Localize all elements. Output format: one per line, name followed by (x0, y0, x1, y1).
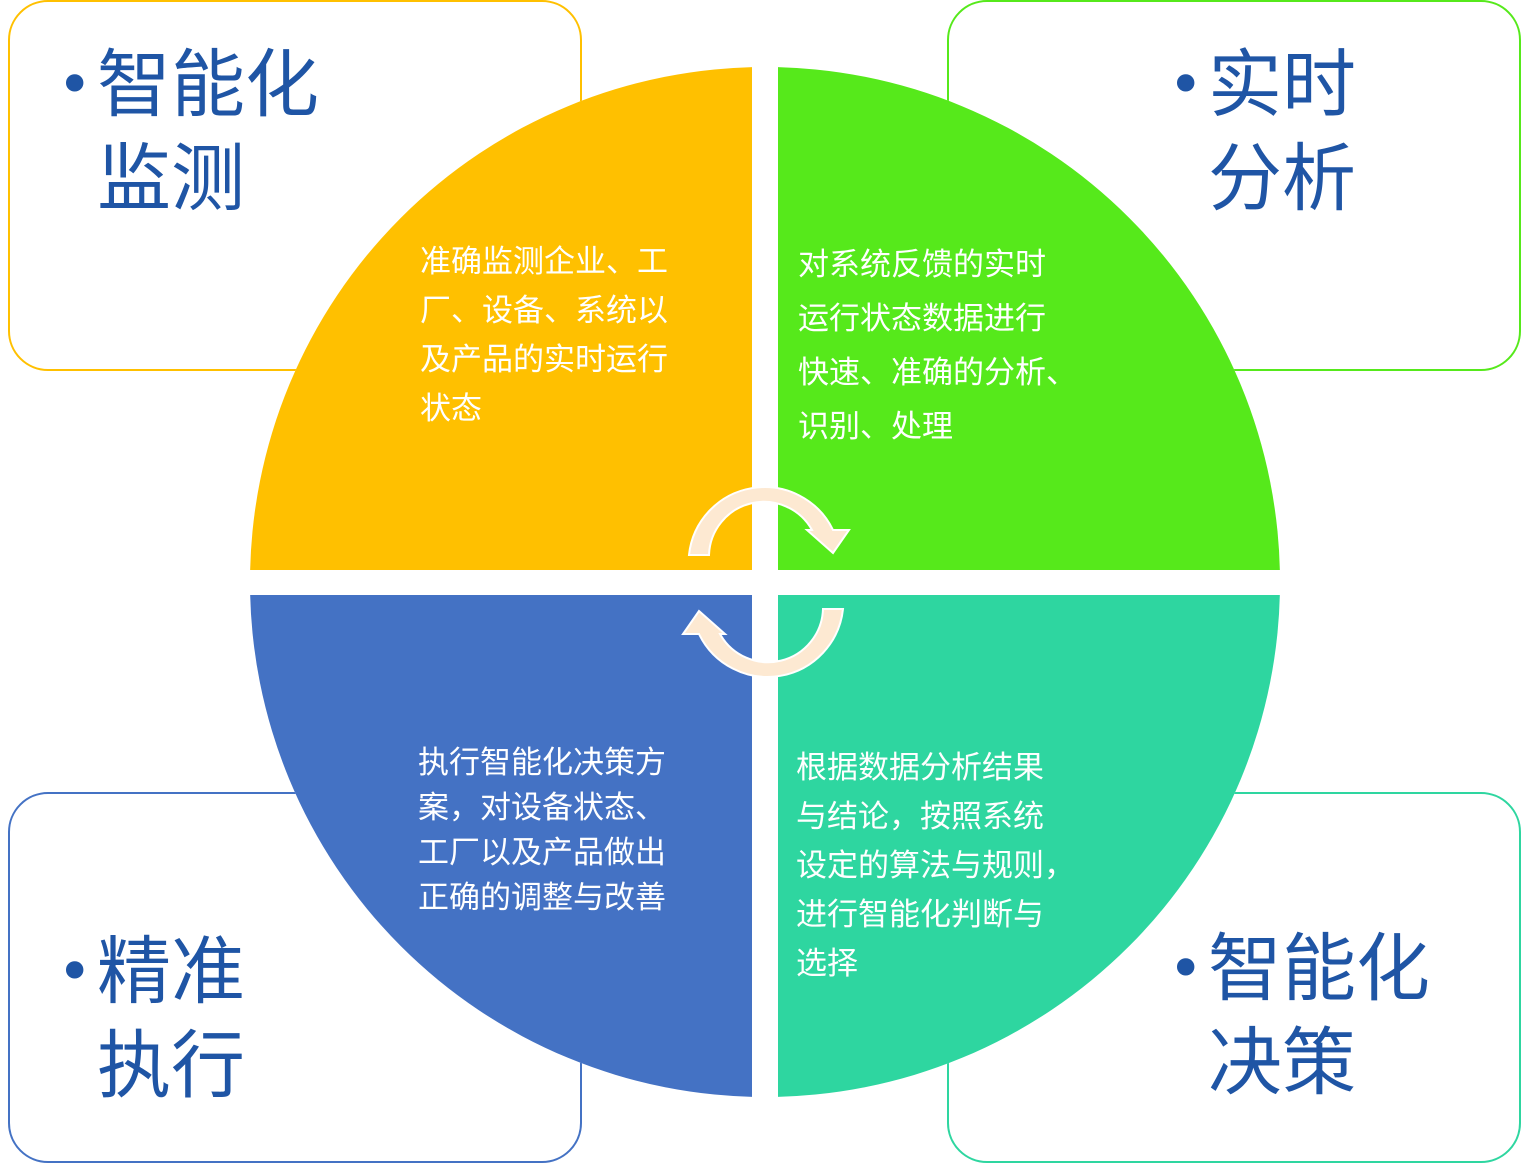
desc-line: 运行状态数据进行 (798, 301, 1046, 337)
decision-title: • 智能化 决策 (1168, 922, 1430, 1110)
quadrant-decision (778, 595, 1280, 1097)
analysis-title: • 实时 分析 (1168, 38, 1356, 226)
desc-line: 进行智能化判断与 (796, 897, 1044, 933)
bullet-icon: • (1168, 934, 1204, 1004)
title-line: 智能化 (1208, 926, 1430, 1012)
desc-line: 案，对设备状态、 (418, 790, 666, 826)
title-line: 智能化 (97, 42, 319, 128)
monitor-title: • 智能化 监测 (57, 38, 319, 226)
desc-line: 与结论，按照系统 (796, 799, 1044, 835)
desc-line: 状态 (420, 391, 482, 427)
desc-line: 执行智能化决策方 (418, 745, 666, 781)
desc-line: 设定的算法与规则， (796, 848, 1075, 884)
desc-line: 准确监测企业、工 (420, 244, 668, 280)
bullet-icon: • (1168, 50, 1204, 120)
bullet-icon: • (57, 50, 93, 120)
desc-line: 根据数据分析结果 (796, 750, 1044, 786)
execution-description: 执行智能化决策方 案，对设备状态、 工厂以及产品做出 正确的调整与改善 (418, 741, 666, 921)
desc-line: 及产品的实时运行 (420, 342, 668, 378)
desc-line: 快速、准确的分析、 (798, 355, 1077, 391)
quadrant-monitor (250, 67, 752, 570)
cycle-arrow-bottom-icon (681, 608, 845, 678)
desc-line: 选择 (796, 946, 858, 982)
desc-line: 对系统反馈的实时 (798, 247, 1046, 283)
title-line: 实时 (1208, 42, 1356, 128)
cycle-arrow-top-icon (687, 486, 851, 556)
desc-line: 厂、设备、系统以 (420, 293, 668, 329)
analysis-description: 对系统反馈的实时 运行状态数据进行 快速、准确的分析、 识别、处理 (798, 238, 1077, 454)
monitor-description: 准确监测企业、工 厂、设备、系统以 及产品的实时运行 状态 (420, 238, 668, 434)
decision-description: 根据数据分析结果 与结论，按照系统 设定的算法与规则， 进行智能化判断与 选择 (796, 744, 1075, 989)
title-line: 监测 (97, 136, 245, 222)
title-line: 精准 (97, 929, 245, 1015)
quadrant-analysis (778, 67, 1280, 570)
quadrant-execution (250, 595, 752, 1097)
title-line: 分析 (1208, 136, 1356, 222)
execution-title: • 精准 执行 (57, 925, 245, 1113)
title-line: 决策 (1208, 1020, 1356, 1106)
desc-line: 工厂以及产品做出 (418, 835, 666, 871)
bullet-icon: • (57, 937, 93, 1007)
title-line: 执行 (97, 1023, 245, 1109)
desc-line: 正确的调整与改善 (418, 880, 666, 916)
desc-line: 识别、处理 (798, 409, 953, 445)
